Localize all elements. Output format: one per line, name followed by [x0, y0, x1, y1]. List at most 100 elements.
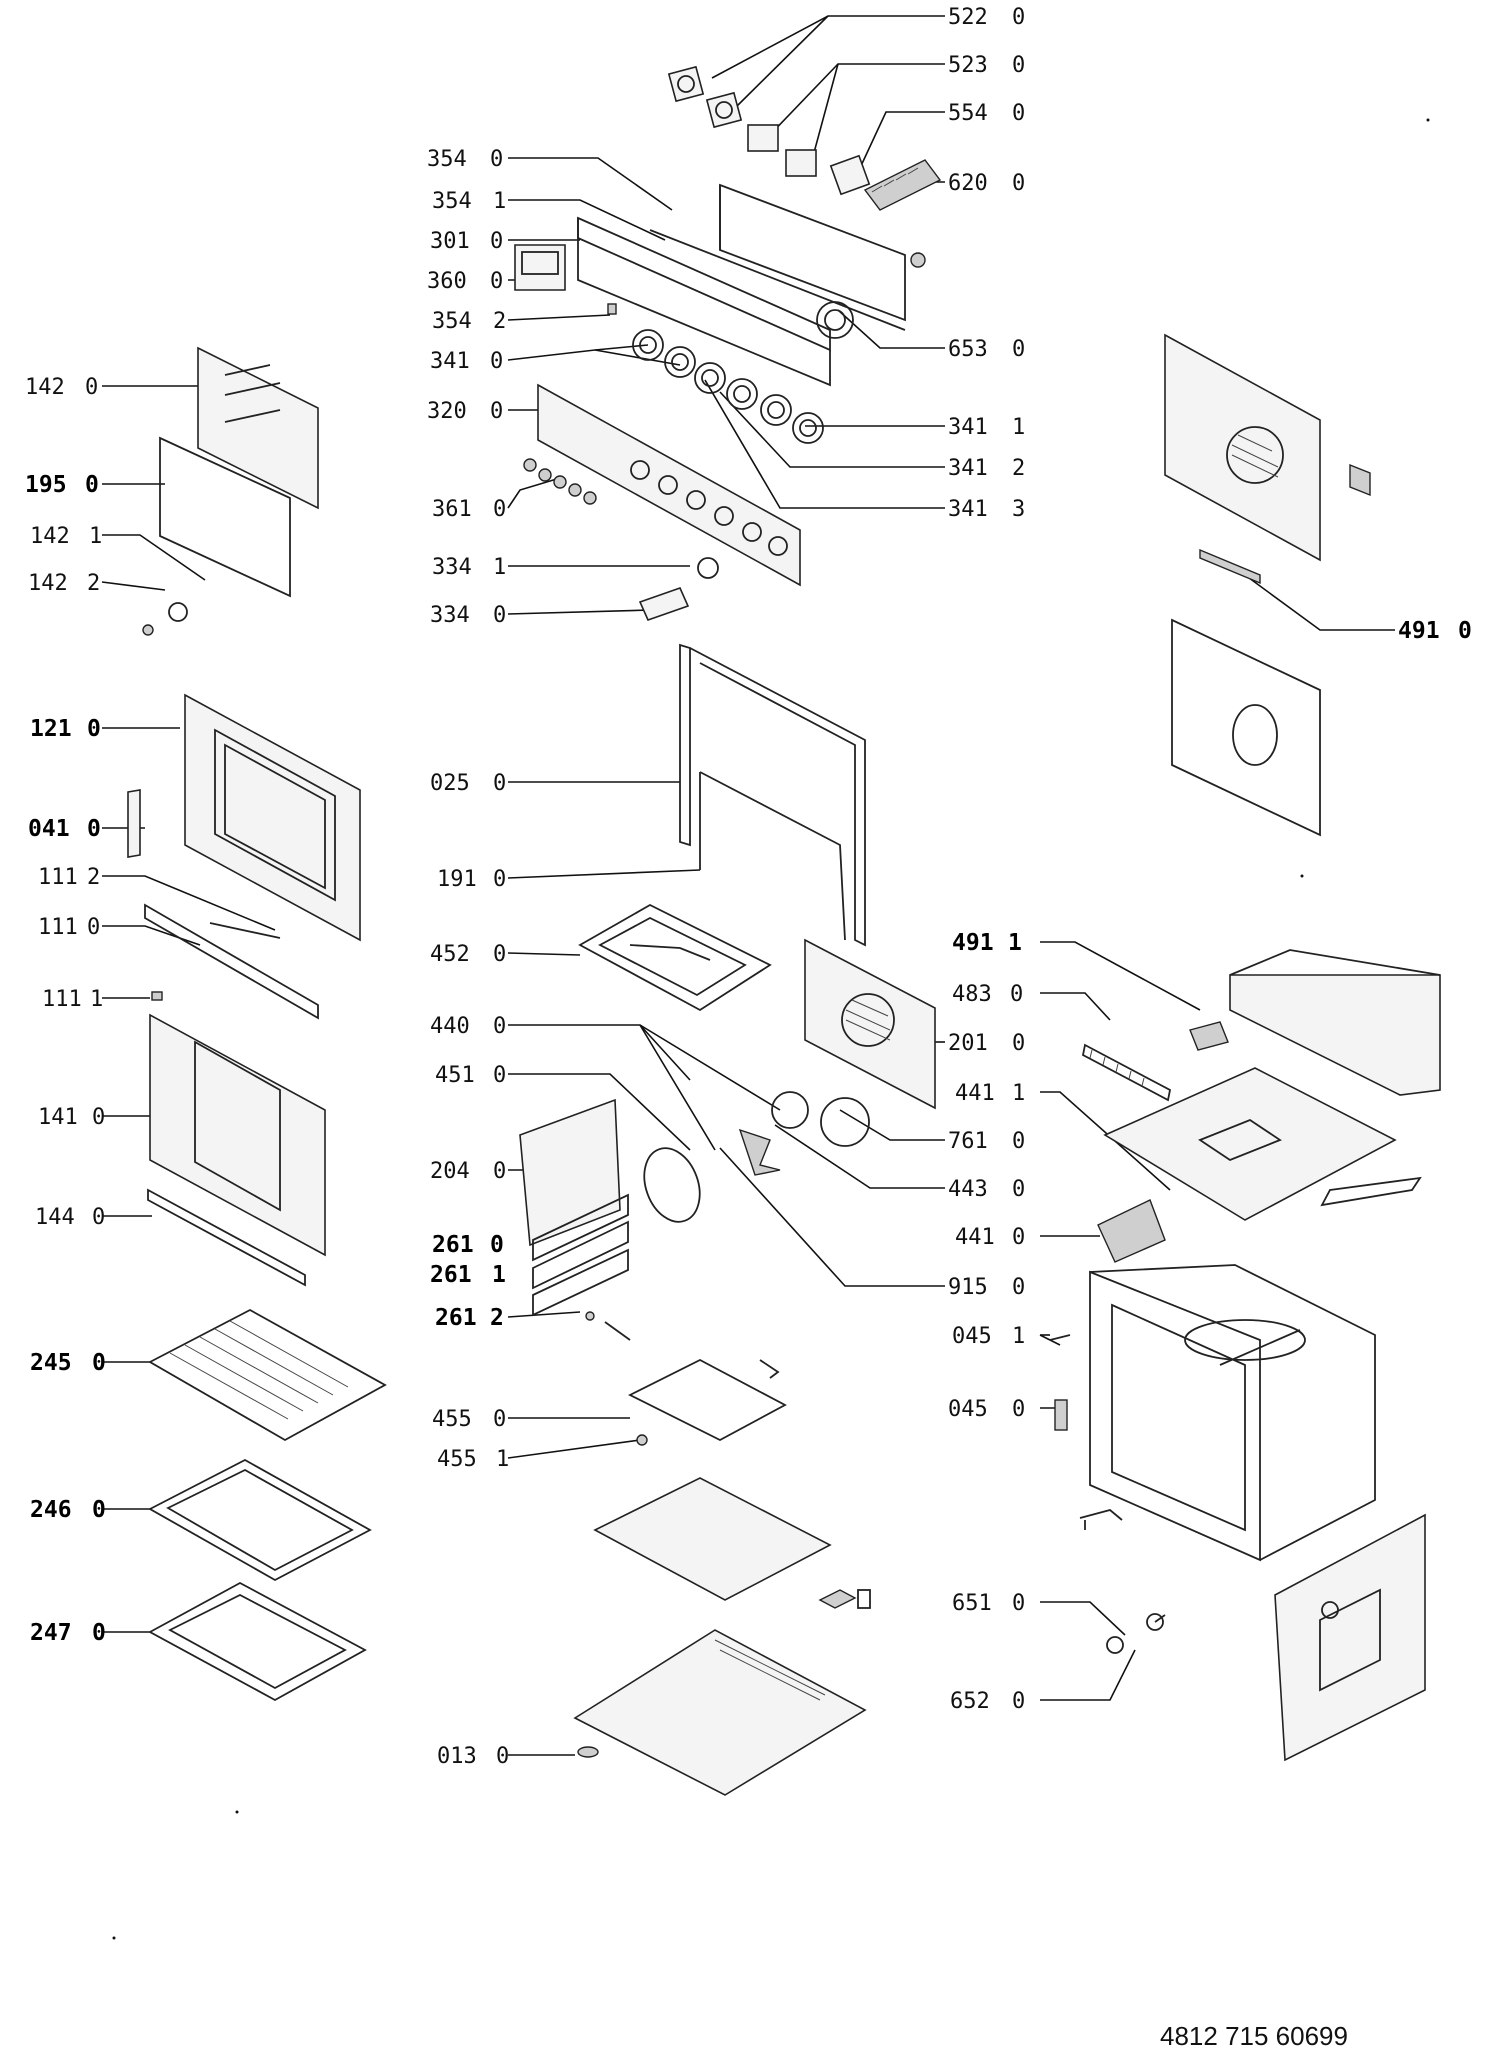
callout-variant: 3	[1012, 497, 1025, 522]
callout-code: 440	[430, 1014, 470, 1039]
callout-variant: 0	[92, 1105, 105, 1130]
callout-variant: 0	[490, 349, 503, 374]
callout-code: 341	[948, 415, 988, 440]
callout-code: 441	[955, 1225, 995, 1250]
callout-variant: 0	[87, 716, 101, 742]
callout-code: 013	[437, 1744, 477, 1769]
callout-code: 111	[38, 915, 78, 940]
callout-code: 142	[28, 571, 68, 596]
callout-code: 455	[437, 1447, 477, 1472]
callout-variant: 0	[1012, 53, 1025, 78]
parts-drawings	[112, 65, 1441, 1940]
callout-code: 334	[430, 603, 470, 628]
callout-variant: 1	[89, 524, 102, 549]
callout-code: 620	[948, 171, 988, 196]
callout-variant: 0	[1012, 1275, 1025, 1300]
callout-code: 341	[430, 349, 470, 374]
callout-variant: 0	[493, 603, 506, 628]
callout-variant: 0	[1012, 337, 1025, 362]
callout-variant: 0	[85, 375, 98, 400]
callout-variant: 0	[1012, 1397, 1025, 1422]
callout-code: 045	[948, 1397, 988, 1422]
callout-labels: 522 0 523 0 554 0 620 0 354 0 354 1 301 …	[25, 5, 1472, 1769]
callout-code: 652	[950, 1689, 990, 1714]
callout-variant: 0	[493, 1014, 506, 1039]
callout-variant: 1	[493, 189, 506, 214]
callout-variant: 2	[1012, 456, 1025, 481]
callout-code: 354	[432, 309, 472, 334]
callout-variant: 0	[1458, 618, 1472, 644]
callout-variant: 1	[1012, 415, 1025, 440]
callout-code: 523	[948, 53, 988, 78]
callout-code: 041	[28, 816, 70, 842]
callout-code: 915	[948, 1275, 988, 1300]
callout-code: 320	[427, 399, 467, 424]
callout-variant: 0	[490, 399, 503, 424]
callout-code: 301	[430, 229, 470, 254]
callout-code: 204	[430, 1159, 470, 1184]
callout-code: 443	[948, 1177, 988, 1202]
callout-code: 653	[948, 337, 988, 362]
callout-variant: 0	[1012, 1591, 1025, 1616]
callout-variant: 0	[1012, 1129, 1025, 1154]
callout-code: 191	[437, 867, 477, 892]
callout-variant: 2	[87, 865, 100, 890]
callout-variant: 0	[493, 497, 506, 522]
callout-variant: 1	[492, 1262, 506, 1288]
callout-code: 354	[427, 147, 467, 172]
callout-code: 246	[30, 1497, 72, 1523]
callout-code: 141	[38, 1105, 78, 1130]
callout-variant: 1	[496, 1447, 509, 1472]
callout-variant: 0	[87, 816, 101, 842]
callout-variant: 0	[92, 1497, 106, 1523]
callout-code: 451	[435, 1063, 475, 1088]
callout-code: 045	[952, 1324, 992, 1349]
callout-code: 361	[432, 497, 472, 522]
callout-code: 554	[948, 101, 988, 126]
callout-variant: 0	[1012, 1031, 1025, 1056]
callout-code: 341	[948, 456, 988, 481]
callout-code: 261	[432, 1232, 474, 1258]
callout-variant: 0	[92, 1350, 106, 1376]
callout-code: 651	[952, 1591, 992, 1616]
callout-variant: 1	[493, 555, 506, 580]
callout-variant: 1	[1012, 1081, 1025, 1106]
callout-variant: 0	[1012, 1177, 1025, 1202]
callout-code: 121	[30, 716, 72, 742]
callout-variant: 0	[490, 147, 503, 172]
callout-code: 441	[955, 1081, 995, 1106]
callout-code: 201	[948, 1031, 988, 1056]
callout-variant: 0	[87, 915, 100, 940]
callout-variant: 0	[496, 1744, 509, 1769]
callout-variant: 0	[493, 942, 506, 967]
callout-code: 247	[30, 1620, 72, 1646]
callout-code: 025	[430, 771, 470, 796]
callout-variant: 1	[90, 987, 103, 1012]
callout-code: 144	[35, 1205, 75, 1230]
callout-variant: 0	[1010, 982, 1023, 1007]
callout-variant: 0	[92, 1205, 105, 1230]
callout-variant: 1	[1008, 930, 1022, 956]
callout-variant: 0	[490, 1232, 504, 1258]
callout-variant: 0	[493, 1063, 506, 1088]
callout-code: 334	[432, 555, 472, 580]
callout-variant: 0	[1012, 5, 1025, 30]
callout-code: 142	[25, 375, 65, 400]
callout-variant: 0	[493, 1407, 506, 1432]
callout-code: 111	[38, 865, 78, 890]
callout-code: 455	[432, 1407, 472, 1432]
callout-variant: 0	[1012, 171, 1025, 196]
callout-variant: 0	[92, 1620, 106, 1646]
callout-variant: 2	[490, 1305, 504, 1331]
callout-variant: 2	[87, 571, 100, 596]
callout-code: 354	[432, 189, 472, 214]
callout-variant: 0	[493, 867, 506, 892]
callout-variant: 0	[493, 771, 506, 796]
callout-code: 341	[948, 497, 988, 522]
callout-code: 142	[30, 524, 70, 549]
callout-code: 522	[948, 5, 988, 30]
callout-variant: 0	[490, 229, 503, 254]
callout-variant: 0	[1012, 101, 1025, 126]
callout-variant: 2	[493, 309, 506, 334]
